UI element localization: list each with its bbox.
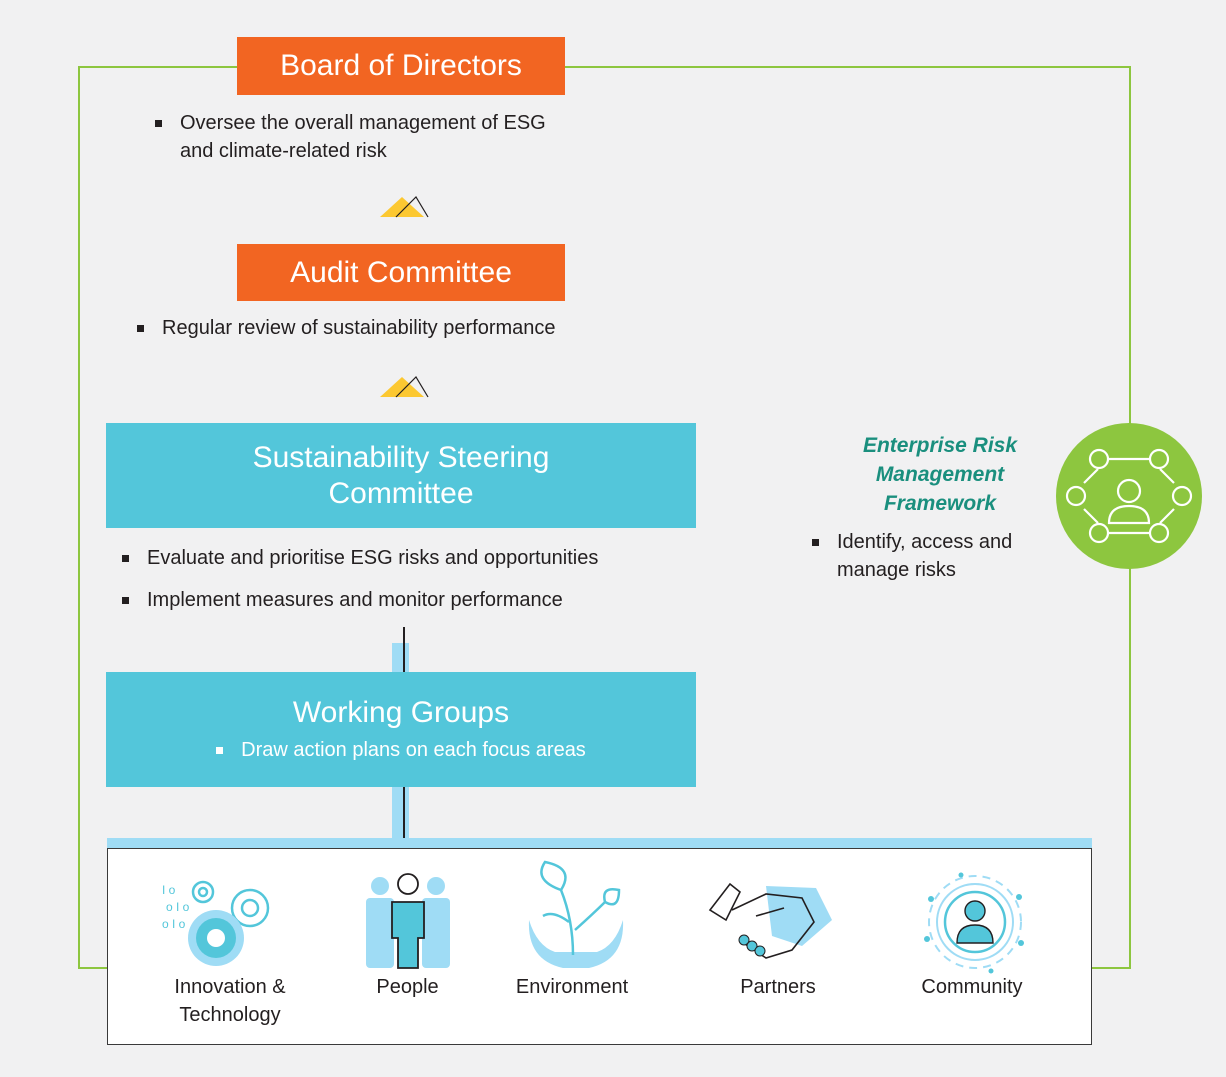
board-bullet-line1: Oversee the overall management of ESG bbox=[180, 112, 546, 134]
erm-title: Enterprise Risk Management Framework bbox=[862, 434, 1018, 515]
board-bullet: Oversee the overall management of ESG an… bbox=[155, 109, 546, 165]
audit-committee-box: Audit Committee bbox=[237, 244, 565, 301]
working-groups-bullet: Draw action plans on each focus areas bbox=[216, 736, 586, 764]
svg-text:o I o: o I o bbox=[162, 917, 186, 931]
plant-hands-icon bbox=[528, 860, 624, 968]
network-people-icon bbox=[1056, 423, 1202, 569]
steering-title-line1: Sustainability Steering bbox=[252, 441, 550, 474]
steering-title-line2: Committee bbox=[328, 477, 474, 510]
working-groups-box: Working Groups Draw action plans on each… bbox=[106, 672, 696, 787]
working-groups-title: Working Groups bbox=[292, 696, 510, 729]
gears-icon: I o o I o o I o bbox=[162, 880, 270, 966]
focus-label-community: Community bbox=[921, 976, 1023, 998]
people-icon bbox=[366, 873, 450, 969]
steering-committee-box: Sustainability Steering Committee bbox=[106, 423, 696, 528]
focus-label-partners: Partners bbox=[740, 976, 816, 998]
community-icon bbox=[924, 872, 1024, 974]
svg-text:I o: I o bbox=[162, 883, 176, 897]
focus-label-environment: Environment bbox=[515, 976, 629, 998]
focus-label-people: People bbox=[376, 976, 439, 998]
board-bullet-line2: and climate-related risk bbox=[180, 140, 387, 162]
board-title: Board of Directors bbox=[280, 49, 522, 82]
steering-bullet: Implement measures and monitor performan… bbox=[122, 586, 563, 614]
handshake-icon bbox=[708, 882, 832, 959]
erm-bullet: Identify, access and manage risks bbox=[812, 528, 1012, 584]
up-arrow-icon bbox=[380, 196, 429, 218]
focus-bar bbox=[107, 838, 1092, 849]
board-of-directors-box: Board of Directors bbox=[237, 37, 565, 95]
audit-bullet: Regular review of sustainability perform… bbox=[137, 314, 556, 342]
up-arrow-icon bbox=[380, 376, 429, 398]
audit-title: Audit Committee bbox=[290, 256, 512, 289]
steering-bullet: Evaluate and prioritise ESG risks and op… bbox=[122, 544, 598, 572]
focus-areas-panel bbox=[107, 848, 1092, 1045]
svg-text:o I o: o I o bbox=[166, 900, 190, 914]
focus-label-innovation: Innovation & Technology bbox=[174, 976, 286, 1026]
